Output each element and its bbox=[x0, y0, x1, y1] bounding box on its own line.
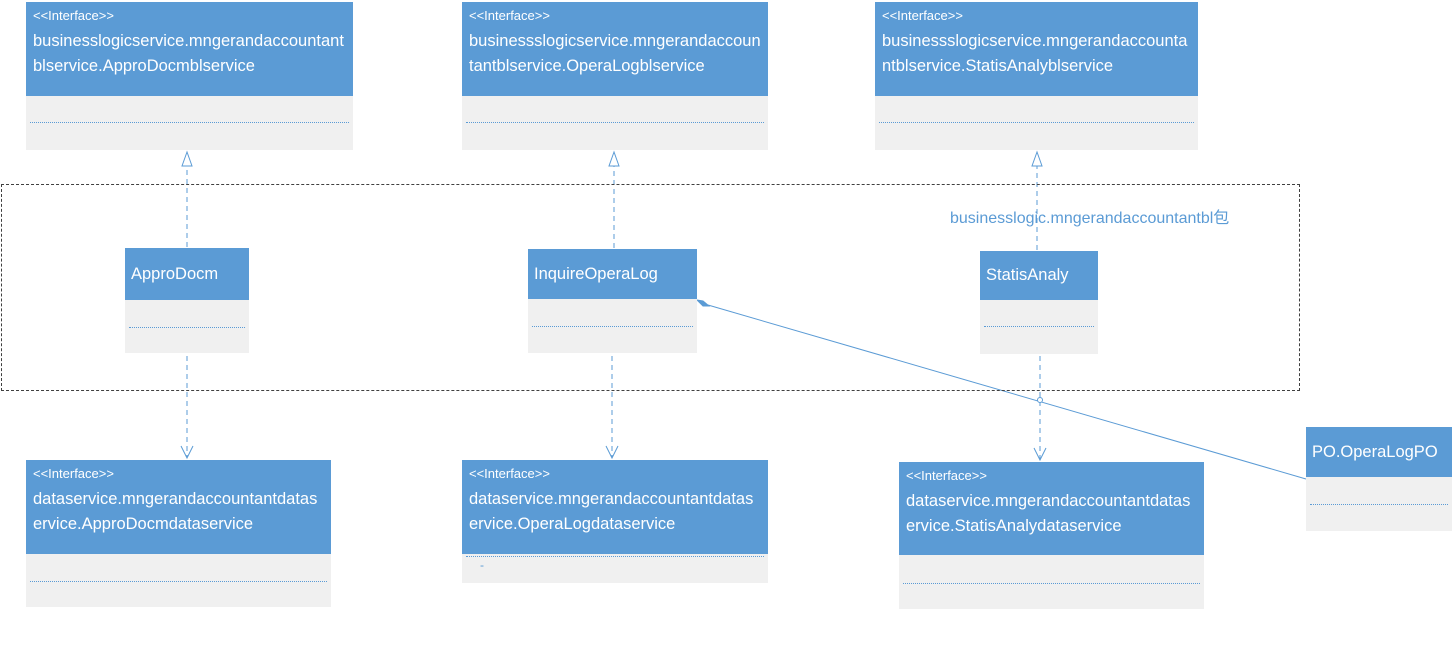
package-frame bbox=[1, 184, 1300, 391]
class-header: <<Interface>> businessslogicservice.mnge… bbox=[875, 2, 1198, 96]
stereotype-label: <<Interface>> bbox=[906, 468, 987, 483]
compartment-separator bbox=[30, 122, 349, 123]
composition-line-operalogpo bbox=[695, 299, 1307, 480]
dependency-arrow-approdocm bbox=[180, 356, 194, 460]
interface-statisanaly-dataservice[interactable]: <<Interface>> dataservice.mngerandaccoun… bbox=[899, 462, 1204, 609]
compartment-separator bbox=[1310, 504, 1448, 505]
class-body: - bbox=[462, 554, 768, 583]
class-name: businesslogicservice.mngerandaccountantb… bbox=[33, 32, 344, 75]
class-body bbox=[26, 96, 353, 150]
dependency-arrow-inquireoperalog bbox=[605, 356, 619, 460]
class-operalogpo[interactable]: PO.OperaLogPO bbox=[1306, 427, 1452, 531]
class-header: PO.OperaLogPO bbox=[1306, 427, 1452, 477]
class-header: <<Interface>> dataservice.mngerandaccoun… bbox=[462, 460, 768, 554]
class-name: businessslogicservice.mngerandaccountant… bbox=[882, 32, 1188, 75]
class-header: <<Interface>> businesslogicservice.mnger… bbox=[26, 2, 353, 96]
compartment-separator bbox=[879, 122, 1194, 123]
class-body bbox=[462, 96, 768, 150]
class-body bbox=[899, 555, 1204, 609]
stereotype-label: <<Interface>> bbox=[469, 466, 550, 481]
realization-arrow-approdocm bbox=[181, 150, 193, 247]
class-header: InquireOperaLog bbox=[528, 249, 697, 299]
member-text: - bbox=[480, 558, 484, 572]
class-name: dataservice.mngerandaccountantdataservic… bbox=[33, 490, 318, 533]
interface-operalog-blservice[interactable]: <<Interface>> businessslogicservice.mnge… bbox=[462, 2, 768, 150]
compartment-separator bbox=[129, 327, 245, 328]
compartment-separator bbox=[903, 583, 1200, 584]
class-body bbox=[26, 554, 331, 607]
class-header: <<Interface>> dataservice.mngerandaccoun… bbox=[899, 462, 1204, 555]
class-statisanaly[interactable]: StatisAnaly bbox=[980, 251, 1098, 354]
interface-operalog-dataservice[interactable]: <<Interface>> dataservice.mngerandaccoun… bbox=[462, 460, 768, 583]
dependency-arrow-statisanaly bbox=[1033, 356, 1047, 462]
compartment-separator bbox=[984, 326, 1094, 327]
compartment-separator bbox=[466, 122, 764, 123]
class-name: dataservice.mngerandaccountantdataservic… bbox=[469, 490, 754, 533]
interface-approdocm-blservice[interactable]: <<Interface>> businesslogicservice.mnger… bbox=[26, 2, 353, 150]
class-body bbox=[875, 96, 1198, 150]
class-name: businessslogicservice.mngerandaccountant… bbox=[469, 32, 761, 75]
interface-statisanaly-blservice[interactable]: <<Interface>> businessslogicservice.mnge… bbox=[875, 2, 1198, 150]
interface-approdocm-dataservice[interactable]: <<Interface>> dataservice.mngerandaccoun… bbox=[26, 460, 331, 607]
class-name: StatisAnaly bbox=[986, 266, 1069, 284]
class-approdocm[interactable]: ApproDocm bbox=[125, 248, 249, 353]
class-body bbox=[125, 300, 249, 353]
class-header: <<Interface>> businessslogicservice.mnge… bbox=[462, 2, 768, 96]
class-name: InquireOperaLog bbox=[534, 264, 658, 283]
compartment-separator bbox=[532, 326, 693, 327]
class-name: dataservice.mngerandaccountantdataservic… bbox=[906, 492, 1191, 535]
class-header: ApproDocm bbox=[125, 248, 249, 300]
compartment-separator bbox=[466, 556, 764, 557]
class-body bbox=[980, 300, 1098, 354]
class-header: <<Interface>> dataservice.mngerandaccoun… bbox=[26, 460, 331, 554]
compartment-separator bbox=[30, 581, 327, 582]
stereotype-label: <<Interface>> bbox=[882, 8, 963, 23]
class-body bbox=[1306, 477, 1452, 531]
stereotype-label: <<Interface>> bbox=[33, 466, 114, 481]
stereotype-label: <<Interface>> bbox=[33, 8, 114, 23]
class-inquireoperalog[interactable]: InquireOperaLog bbox=[528, 249, 697, 353]
class-header: StatisAnaly bbox=[980, 251, 1098, 300]
realization-arrow-inquireoperalog bbox=[608, 150, 620, 248]
package-label: businesslogic.mngerandaccountantbl包 bbox=[950, 210, 1230, 227]
stereotype-label: <<Interface>> bbox=[469, 8, 550, 23]
realization-arrow-statisanaly bbox=[1031, 150, 1043, 250]
class-name: ApproDocm bbox=[131, 264, 219, 283]
class-name: PO.OperaLogPO bbox=[1312, 442, 1438, 461]
class-body bbox=[528, 299, 697, 353]
